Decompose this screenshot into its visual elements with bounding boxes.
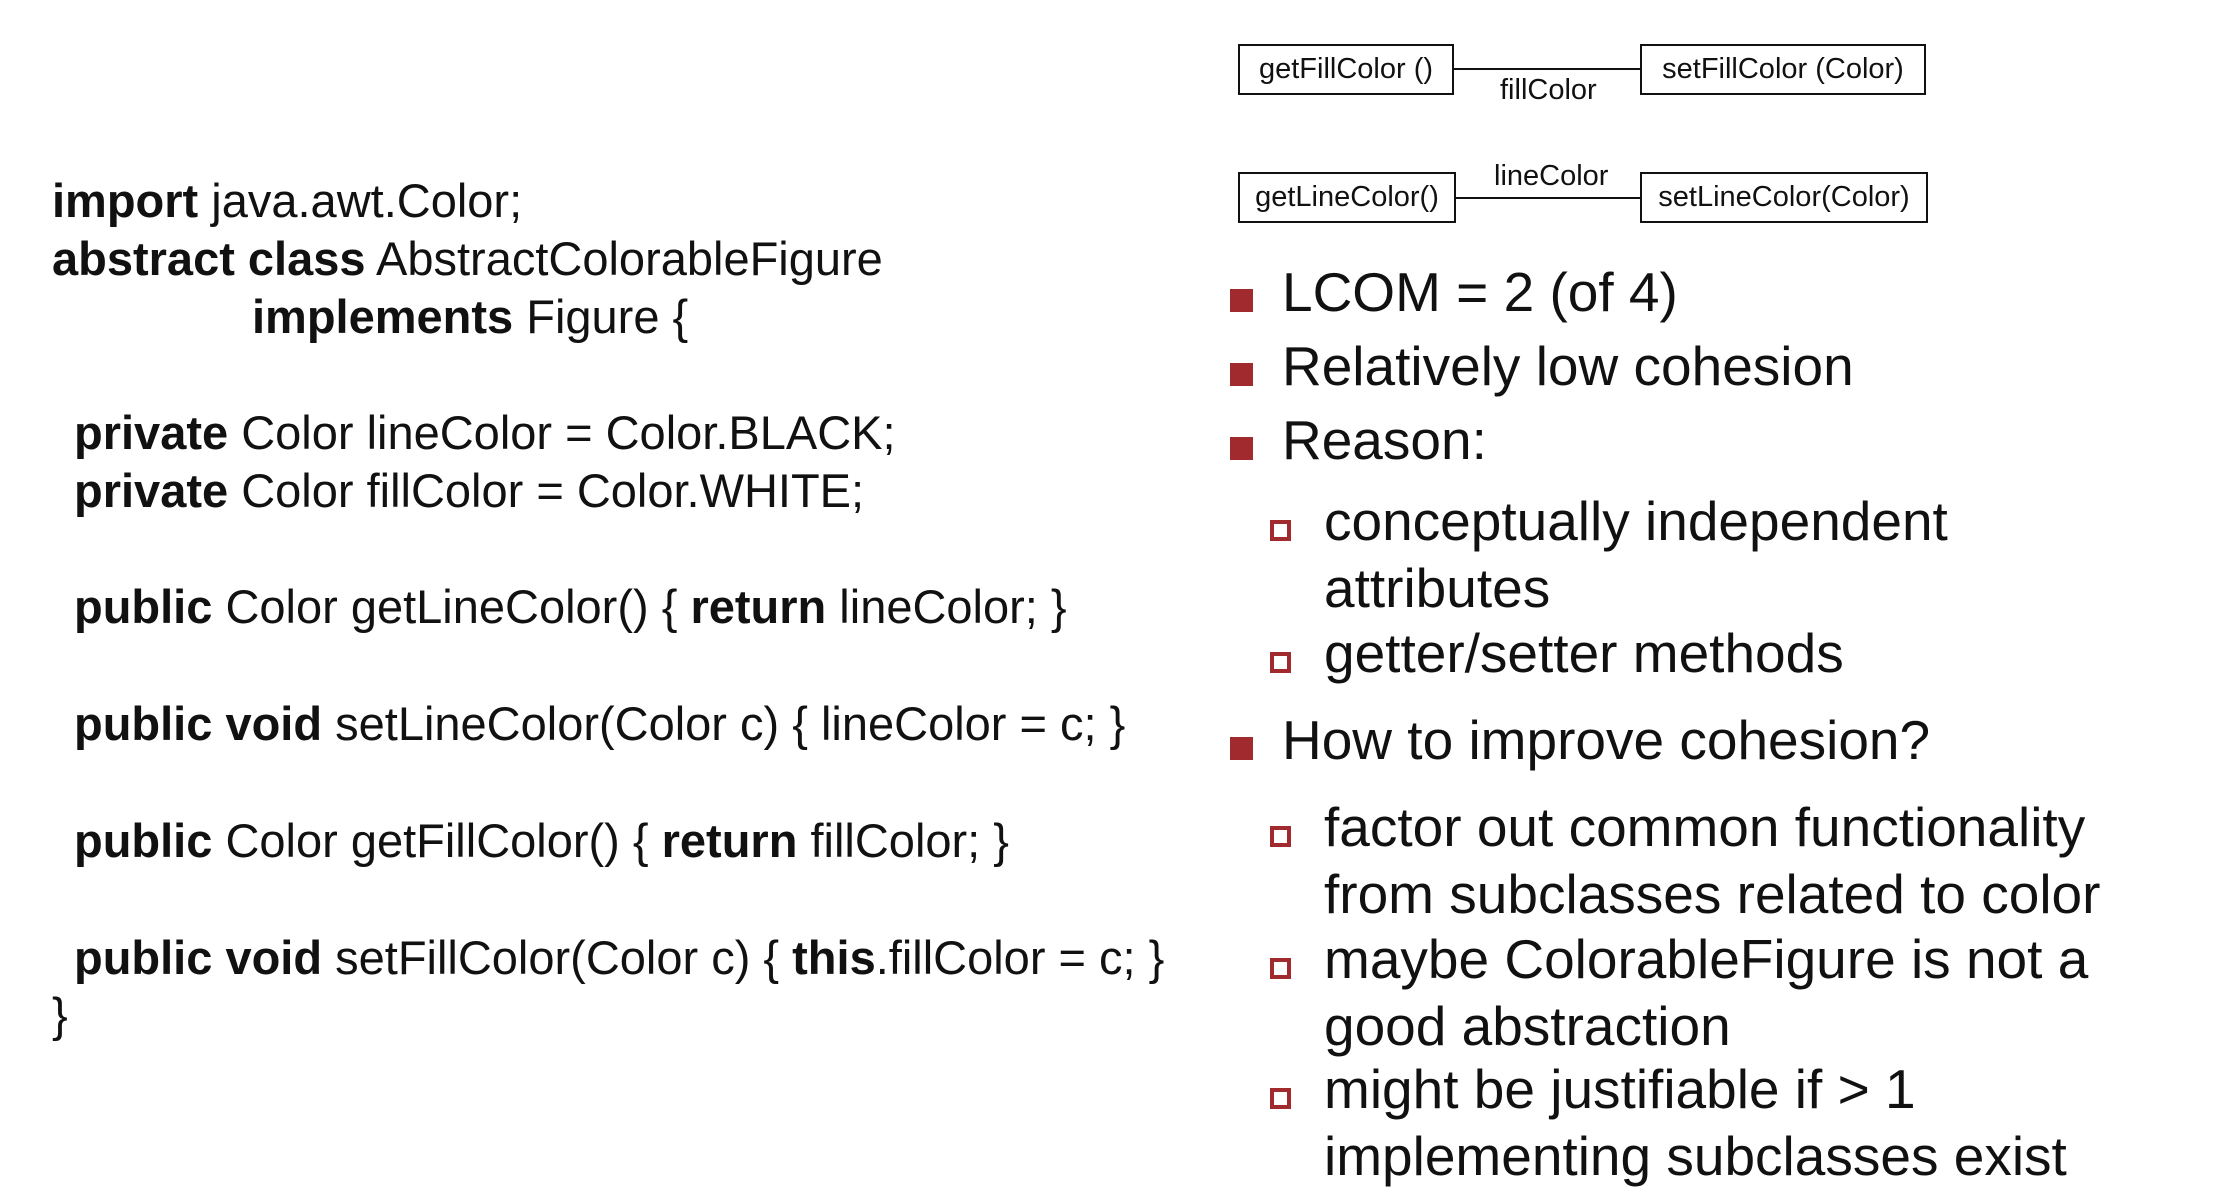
hollow-square-bullet-icon: [1270, 1088, 1291, 1109]
diagram-box-setlinecolor: setLineColor(Color): [1640, 172, 1928, 223]
diagram-label-linecolor: lineColor: [1494, 160, 1609, 192]
hollow-square-bullet-icon: [1270, 958, 1291, 979]
square-bullet-icon: [1230, 437, 1253, 460]
code-closing-brace: }: [52, 988, 68, 1041]
square-bullet-icon: [1230, 737, 1253, 760]
subbullet-text: factor out common functionality: [1324, 796, 2086, 858]
subbullet-text-continued: implementing subclasses exist: [1324, 1125, 2067, 1187]
diagram-edge-linecolor: [1456, 197, 1640, 199]
diagram-label-fillcolor: fillColor: [1500, 74, 1597, 106]
code-field-fillcolor: private Color fillColor = Color.WHITE;: [74, 464, 865, 517]
subbullet-text-continued: from subclasses related to color: [1324, 863, 2101, 925]
code-method-setfillcolor: public void setFillColor(Color c) { this…: [74, 931, 1165, 984]
cohesion-diagram: getFillColor () setFillColor (Color) fil…: [1238, 38, 1938, 228]
subbullet-text-continued: attributes: [1324, 557, 1551, 619]
code-field-linecolor: private Color lineColor = Color.BLACK;: [74, 406, 896, 459]
code-implements-line: implements Figure {: [252, 290, 689, 343]
hollow-square-bullet-icon: [1270, 652, 1291, 673]
bullet-text: Reason:: [1282, 409, 1487, 471]
diagram-edge-fillcolor: [1454, 68, 1640, 70]
square-bullet-icon: [1230, 289, 1253, 312]
diagram-box-getlinecolor: getLineColor(): [1238, 172, 1456, 223]
bullet-text: Relatively low cohesion: [1282, 335, 1854, 397]
hollow-square-bullet-icon: [1270, 826, 1291, 847]
code-method-getlinecolor: public Color getLineColor() { return lin…: [74, 580, 1067, 633]
subbullet-text: conceptually independent: [1324, 490, 1948, 552]
bullet-text: How to improve cohesion?: [1282, 709, 1931, 771]
subbullet-text: might be justifiable if > 1: [1324, 1058, 1916, 1120]
square-bullet-icon: [1230, 363, 1253, 386]
code-method-getfillcolor: public Color getFillColor() { return fil…: [74, 814, 1009, 867]
subbullet-text: maybe ColorableFigure is not a: [1324, 928, 2089, 990]
diagram-box-setfillcolor: setFillColor (Color): [1640, 44, 1926, 95]
diagram-box-getfillcolor: getFillColor (): [1238, 44, 1454, 95]
code-class-declaration: abstract class AbstractColorableFigure: [52, 232, 883, 285]
subbullet-text-continued: good abstraction: [1324, 995, 1731, 1057]
code-import-line: import java.awt.Color;: [52, 174, 523, 227]
subbullet-text: getter/setter methods: [1324, 622, 1844, 684]
code-method-setlinecolor: public void setLineColor(Color c) { line…: [74, 697, 1126, 750]
hollow-square-bullet-icon: [1270, 520, 1291, 541]
bullet-text: LCOM = 2 (of 4): [1282, 261, 1678, 323]
